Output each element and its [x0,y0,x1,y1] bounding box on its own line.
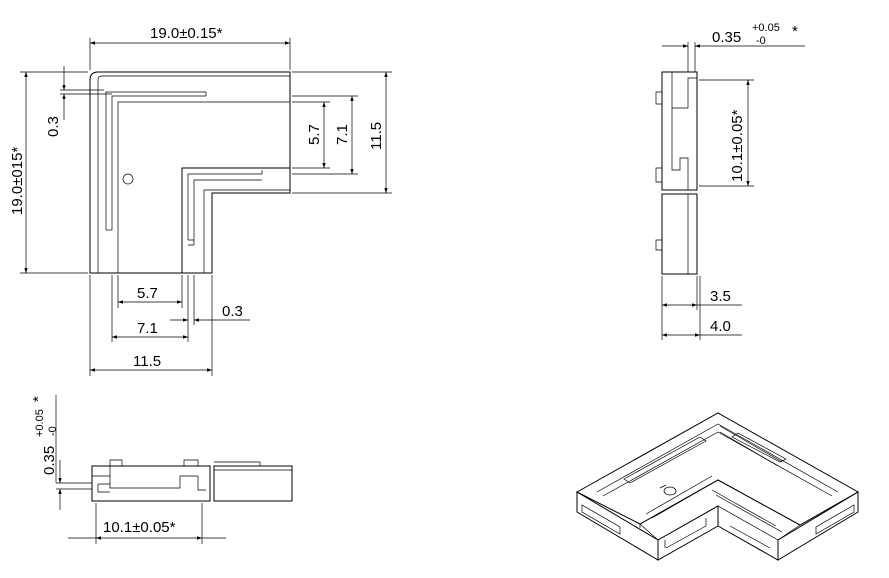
dim-inner-a: 5.7 [306,124,323,145]
side-dim-a: 3.5 [710,288,731,305]
front-star: * [30,396,47,402]
dim-arm: 11.5 [368,122,385,150]
dim-bottom-wall: 0.3 [222,303,243,320]
dim-bottom-inner-b: 7.1 [137,320,158,337]
side-height: 10.1±0.05* [729,109,746,182]
side-star: * [792,23,798,40]
side-thickness: 0.35 [712,29,741,46]
dim-bottom-inner-a: 5.7 [137,285,158,302]
iso-hole-icon [663,486,677,496]
front-thickness: 0.35 [41,446,58,475]
hole-icon [122,173,134,185]
side-dim-b: 4.0 [710,318,731,335]
front-thickness-lower: -0 [47,426,59,436]
dim-wall: 0.3 [45,116,62,137]
dim-top-width: 19.0±0.15* [150,25,223,42]
side-view: 0.35 +0.05 -0 * 10.1±0.05* 3.5 4.0 [655,22,805,340]
top-view: 19.0±0.15* 19.0±015* 0.3 5.7 7.1 11.5 [9,25,392,376]
dim-bottom-arm: 11.5 [133,353,161,370]
side-thickness-lower: -0 [756,35,766,47]
dim-left-height: 19.0±015* [9,147,26,215]
dim-inner-b: 7.1 [334,124,351,145]
iso-view [575,412,860,561]
front-view: 0.35 +0.05 -0 * 10.1±0.05* [30,395,293,544]
front-thickness-upper: +0.05 [34,409,46,437]
side-thickness-upper: +0.05 [752,22,780,34]
front-width: 10.1±0.05* [103,519,176,536]
